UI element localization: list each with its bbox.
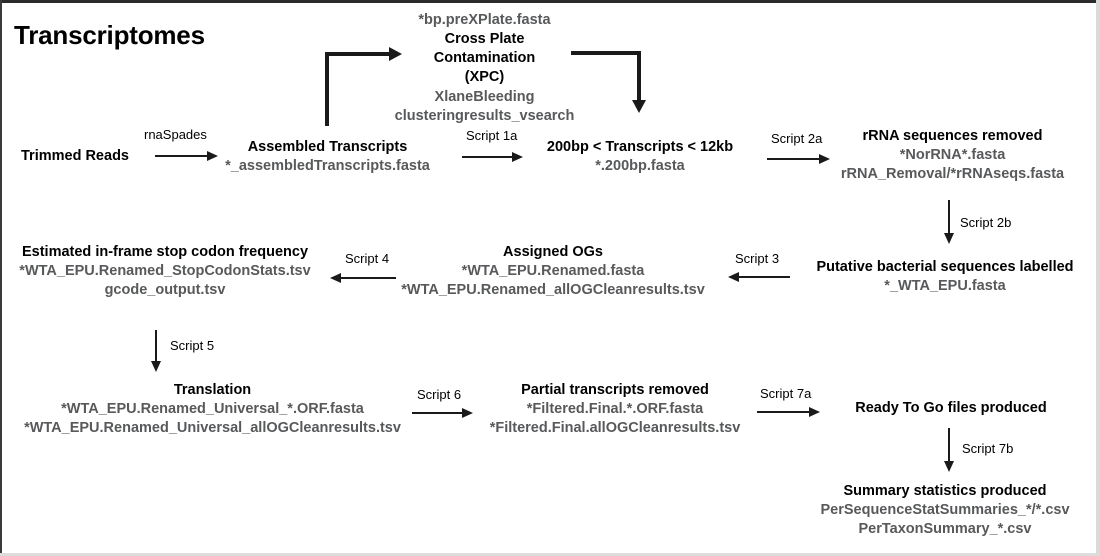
node-translation: Translation *WTA_EPU.Renamed_Universal_*… xyxy=(0,381,425,438)
node-assigned-ogs-file-0: *WTA_EPU.Renamed.fasta xyxy=(461,263,645,280)
edge-label-script-7b: Script 7b xyxy=(962,441,1014,456)
node-xpc-file-1: clusteringresults_vsearch xyxy=(394,107,575,124)
page-title: Transcriptomes xyxy=(14,20,205,50)
node-partial-removed-title: Partial transcripts removed xyxy=(521,382,709,398)
node-xpc-title-line1: Cross Plate xyxy=(444,31,525,48)
node-xpc-file-0: XlaneBleeding xyxy=(434,88,535,105)
arrow-script-2b-head xyxy=(944,233,954,244)
node-assigned-ogs-file-1: *WTA_EPU.Renamed_allOGCleanresults.tsv xyxy=(401,282,705,299)
edge-label-script-7a: Script 7a xyxy=(760,386,812,401)
arrow-xpc-out-horizontal xyxy=(571,51,641,55)
arrow-script-2a-line xyxy=(767,158,825,160)
arrow-rnaspades-line xyxy=(155,155,213,157)
node-summary-statistics-file-1: PerTaxonSummary_*.csv xyxy=(858,521,1032,538)
node-assembled-transcripts: Assembled Transcripts *_assembledTranscr… xyxy=(205,138,450,176)
edge-label-script-6: Script 6 xyxy=(417,387,462,402)
arrow-rnaspades-head xyxy=(207,151,218,161)
arrow-xpc-in-horizontal xyxy=(325,52,393,56)
node-cross-plate-contamination: *bp.preXPlate.fasta Cross Plate Contamin… xyxy=(372,11,597,126)
arrow-script-3-line xyxy=(732,276,790,278)
arrow-script-7a-line xyxy=(757,411,815,413)
arrow-script-3-head xyxy=(728,272,739,282)
arrow-script-5-head xyxy=(151,361,161,372)
node-bacterial-labelled-file-0: *_WTA_EPU.fasta xyxy=(884,278,1006,295)
arrow-script-7a-head xyxy=(809,407,820,417)
node-bacterial-labelled: Putative bacterial sequences labelled *_… xyxy=(800,258,1090,296)
node-assembled-transcripts-title: Assembled Transcripts xyxy=(247,139,408,155)
node-partial-removed-file-1: *Filtered.Final.allOGCleanresults.tsv xyxy=(489,420,741,437)
arrow-script-4-head xyxy=(330,273,341,283)
node-length-filter-file-0: *.200bp.fasta xyxy=(595,158,685,175)
edge-label-script-2a: Script 2a xyxy=(771,131,823,146)
arrow-script-6-head xyxy=(462,408,473,418)
arrow-script-7b-line xyxy=(948,428,950,466)
arrow-xpc-in-vertical xyxy=(325,55,329,126)
node-stop-codon-file-1: gcode_output.tsv xyxy=(104,282,226,299)
arrow-xpc-out-head xyxy=(632,100,646,113)
edge-label-script-5: Script 5 xyxy=(170,338,215,353)
arrow-script-4-line xyxy=(338,277,396,279)
frame-border-bottom xyxy=(0,553,1100,556)
arrow-script-1a-head xyxy=(512,152,523,162)
node-bacterial-labelled-title: Putative bacterial sequences labelled xyxy=(816,259,1074,275)
node-rrna-removed-file-0: *NorRNA*.fasta xyxy=(899,147,1006,164)
arrow-xpc-out-vertical xyxy=(637,51,641,104)
node-translation-file-0: *WTA_EPU.Renamed_Universal_*.ORF.fasta xyxy=(61,401,364,418)
node-rrna-removed-title: rRNA sequences removed xyxy=(862,128,1043,144)
node-translation-file-1: *WTA_EPU.Renamed_Universal_allOGCleanres… xyxy=(24,420,401,437)
node-xpc-prefile: *bp.preXPlate.fasta xyxy=(418,12,551,28)
node-assigned-ogs: Assigned OGs *WTA_EPU.Renamed.fasta *WTA… xyxy=(388,243,718,300)
node-xpc-title-line3: (XPC) xyxy=(464,69,505,86)
arrow-script-1a-line xyxy=(462,156,518,158)
node-summary-statistics-title: Summary statistics produced xyxy=(843,483,1047,499)
node-stop-codon-file-0: *WTA_EPU.Renamed_StopCodonStats.tsv xyxy=(19,263,311,280)
edge-label-script-2b: Script 2b xyxy=(960,215,1012,230)
arrow-script-7b-head xyxy=(944,461,954,472)
arrow-script-5-line xyxy=(155,330,157,367)
node-summary-statistics-file-0: PerSequenceStatSummaries_*/*.csv xyxy=(820,502,1070,519)
node-ready-to-go-title: Ready To Go files produced xyxy=(855,400,1047,416)
node-stop-codon-title: Estimated in-frame stop codon frequency xyxy=(21,244,309,260)
arrow-script-2b-line xyxy=(948,200,950,238)
node-assigned-ogs-title: Assigned OGs xyxy=(503,244,603,260)
node-assembled-transcripts-file-0: *_assembledTranscripts.fasta xyxy=(225,158,430,175)
node-length-filter-title: 200bp < Transcripts < 12kb xyxy=(546,139,734,155)
frame-border-top xyxy=(0,0,1100,3)
node-xpc-title-line2: Contamination xyxy=(433,50,536,67)
arrow-script-6-line xyxy=(412,412,468,414)
node-length-filter: 200bp < Transcripts < 12kb *.200bp.fasta xyxy=(525,138,755,176)
node-rrna-removed: rRNA sequences removed *NorRNA*.fasta rR… xyxy=(820,127,1085,184)
node-summary-statistics: Summary statistics produced PerSequenceS… xyxy=(800,482,1090,539)
arrow-script-2a-head xyxy=(819,154,830,164)
edge-label-script-3: Script 3 xyxy=(735,251,780,266)
node-stop-codon-frequency: Estimated in-frame stop codon frequency … xyxy=(0,243,330,300)
node-translation-title: Translation xyxy=(173,382,252,398)
frame-border-right xyxy=(1096,0,1100,556)
node-partial-removed: Partial transcripts removed *Filtered.Fi… xyxy=(470,381,760,438)
node-ready-to-go: Ready To Go files produced xyxy=(820,399,1082,418)
node-rrna-removed-file-1: rRNA_Removal/*rRNAseqs.fasta xyxy=(840,166,1065,183)
node-partial-removed-file-0: *Filtered.Final.*.ORF.fasta xyxy=(526,401,704,418)
node-trimmed-reads: Trimmed Reads xyxy=(0,147,150,166)
arrow-xpc-in-head xyxy=(389,47,402,61)
edge-label-script-4: Script 4 xyxy=(345,251,390,266)
edge-label-script-1a: Script 1a xyxy=(466,128,518,143)
node-trimmed-reads-title: Trimmed Reads xyxy=(21,148,129,164)
frame-border-left xyxy=(0,0,2,556)
edge-label-rnaspades: rnaSpades xyxy=(144,127,207,142)
